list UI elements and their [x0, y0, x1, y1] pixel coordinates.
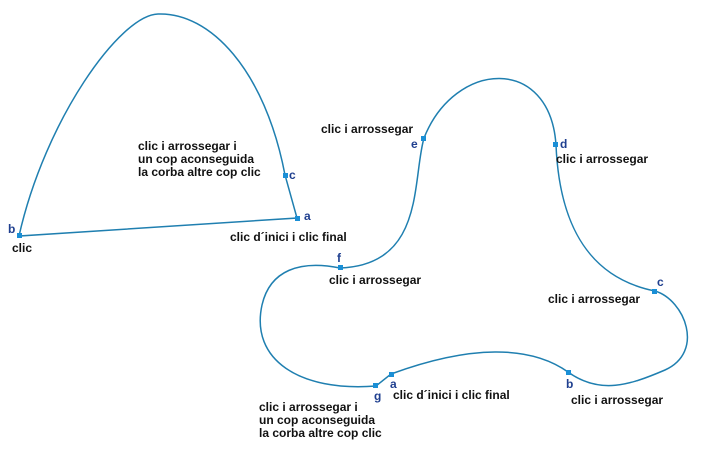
shape-2-point-a-marker	[389, 372, 394, 377]
shape-2-note-f: clic i arrossegar	[329, 273, 421, 287]
shape-2-point-b-label: b	[566, 377, 573, 391]
shape-1-note-c-line-3: la corba altre cop clic	[138, 165, 261, 179]
shape-2-note-g-line-3: la corba altre cop clic	[259, 426, 382, 440]
shape-2-curve	[259, 77, 689, 388]
shape-1-note-b: clic	[12, 241, 32, 255]
shape-2: a g b c d e f clic i arrossegar clic i a…	[259, 77, 689, 440]
shape-1-note-c-line-1: clic i arrossegar i	[138, 139, 237, 153]
shape-1-note-a: clic d´inici i clic final	[230, 230, 347, 244]
shape-1-point-c-label: c	[289, 168, 296, 182]
shape-2-point-d-label: d	[560, 137, 567, 151]
shape-2-note-g-line-1: clic i arrossegar i	[259, 400, 358, 414]
shape-1-point-b-label: b	[8, 222, 15, 236]
shape-2-note-d: clic i arrossegar	[556, 152, 648, 166]
shape-2-point-f-label: f	[337, 251, 342, 265]
shape-1-curve	[18, 13, 298, 237]
shape-2-point-a-label: a	[390, 377, 397, 391]
shape-1-note-c-line-2: un cop aconseguida	[138, 152, 254, 166]
shape-2-point-b-marker	[566, 370, 571, 375]
shape-1-point-a-marker	[295, 216, 300, 221]
shape-1: b a c clic clic d´inici i clic final cli…	[8, 13, 347, 255]
shape-1-point-c-marker	[283, 173, 288, 178]
shape-2-note-g-line-2: un cop aconseguida	[259, 413, 375, 427]
shape-2-point-e-marker	[421, 136, 426, 141]
shape-2-note-c: clic i arrossegar	[548, 292, 640, 306]
shape-2-note-e: clic i arrossegar	[321, 122, 413, 136]
shape-2-point-f-marker	[338, 265, 343, 270]
shape-2-point-e-label: e	[411, 137, 418, 151]
shape-1-point-a-label: a	[304, 209, 311, 223]
shape-1-point-b-marker	[17, 233, 22, 238]
shape-2-note-b: clic i arrossegar	[571, 393, 663, 407]
shape-2-point-g-label: g	[374, 389, 381, 403]
shape-2-point-g-marker	[373, 383, 378, 388]
shape-2-point-c-label: c	[657, 275, 664, 289]
shape-2-point-c-marker	[652, 289, 657, 294]
shape-2-note-a: clic d´inici i clic final	[393, 388, 510, 402]
shape-2-point-d-marker	[553, 142, 558, 147]
